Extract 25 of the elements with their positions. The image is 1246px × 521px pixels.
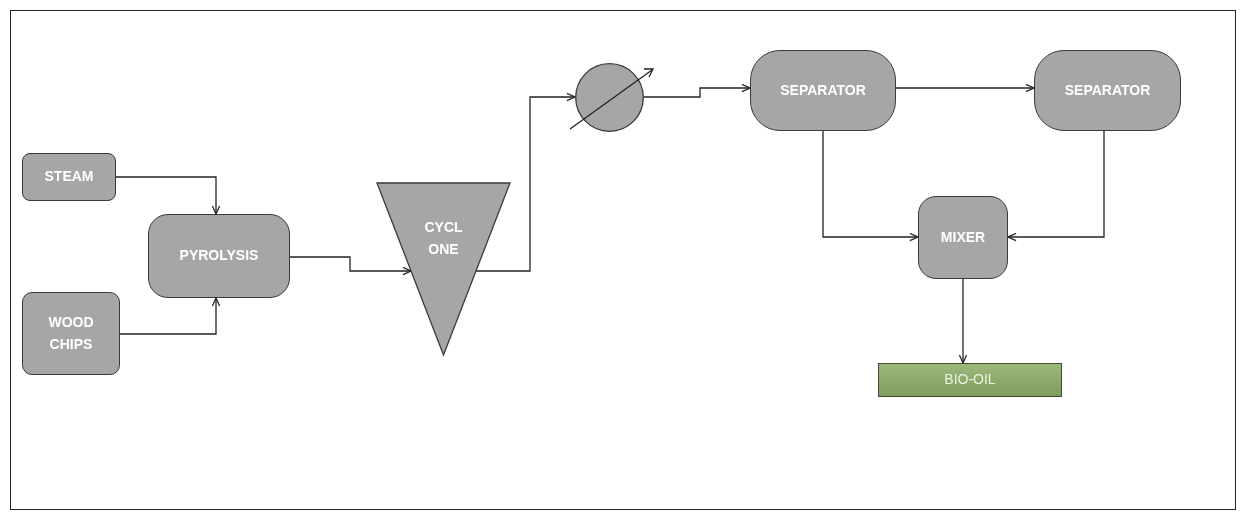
node-label: SEPARATOR (1063, 80, 1152, 100)
flow-arrow (115, 176, 221, 215)
node-label: CYCL ONE (423, 218, 464, 259)
product-box (878, 363, 1062, 397)
node-label: MIXER (939, 227, 987, 247)
flow-arrow (822, 130, 919, 242)
flow-arrow (643, 83, 751, 98)
process-box (148, 214, 290, 298)
node-label: BIO-OIL (943, 370, 997, 390)
node-label: PYROLYSIS (178, 246, 260, 266)
process-box (22, 153, 116, 201)
flow-arrow (958, 278, 968, 364)
heat-exchanger-circle (575, 63, 644, 132)
process-box (22, 292, 120, 375)
flow-arrow (895, 83, 1035, 93)
flow-arrow (1007, 130, 1105, 242)
node-label: STEAM (43, 167, 95, 187)
separator-box (1034, 50, 1181, 131)
flow-arrow (119, 297, 221, 335)
cyclone-triangle (377, 183, 510, 355)
separator-box (750, 50, 896, 131)
node-label: WOOD CHIPS (47, 312, 95, 354)
node-label: SEPARATOR (779, 80, 867, 100)
mixer-box (918, 196, 1008, 279)
flow-arrow (289, 256, 412, 276)
